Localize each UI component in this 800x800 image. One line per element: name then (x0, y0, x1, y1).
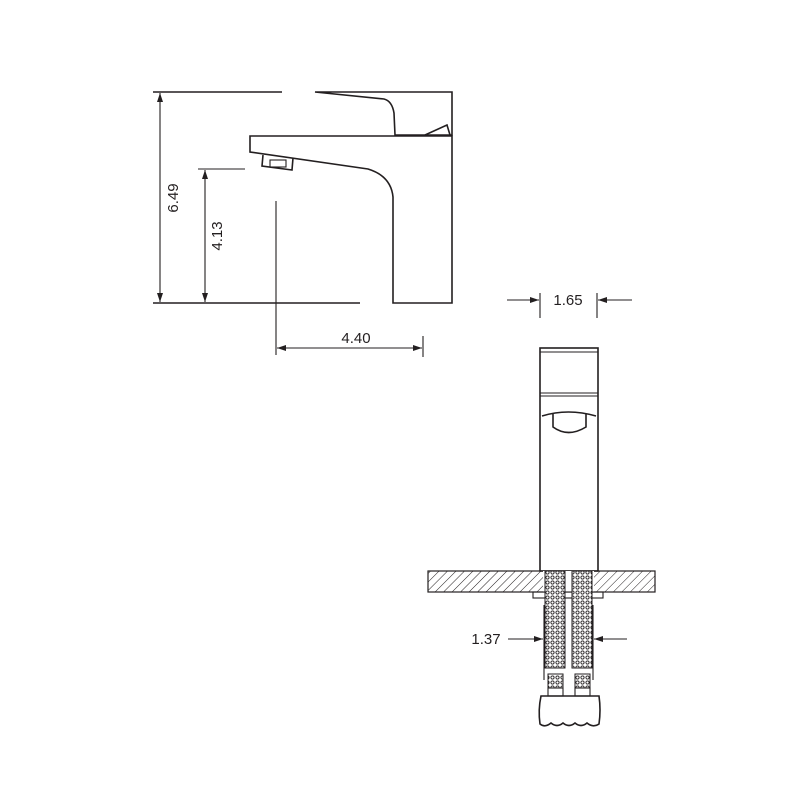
hose-left-end (547, 673, 564, 689)
hose-nut (538, 695, 601, 727)
front-view: 1.65 1.37 (427, 292, 656, 727)
handle-lever (424, 123, 451, 136)
spout-body-outline (249, 135, 453, 304)
aerator (261, 154, 294, 171)
mounting-washer (532, 591, 604, 599)
hose-left-ferrule (547, 687, 564, 697)
hose-right (571, 570, 593, 669)
handle-outline (314, 91, 453, 136)
hose-left (544, 570, 566, 669)
hose-right-ferrule (574, 687, 591, 697)
total-height-label: 6.49 (165, 183, 182, 212)
hose-spacing-label: 1.37 (471, 631, 500, 648)
spout-height-label: 4.13 (209, 221, 226, 250)
faucet-body-front (539, 347, 599, 572)
spout-reach-label: 4.40 (341, 330, 370, 347)
body-width-label: 1.65 (553, 292, 582, 309)
countertop-section (427, 570, 656, 593)
side-view: 6.49 4.13 4.40 (153, 91, 453, 357)
hose-right-end (574, 673, 591, 689)
aerator-front (541, 411, 597, 434)
